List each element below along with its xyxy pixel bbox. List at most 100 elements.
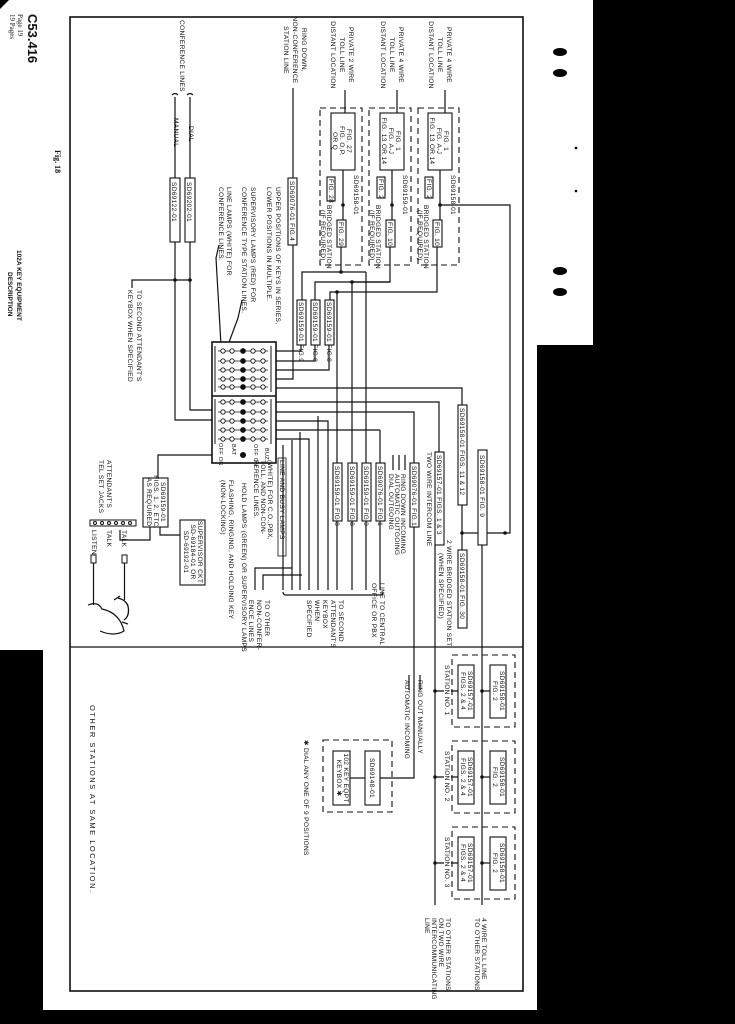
- to-other-nonconf: TO OTHER NON-CONFER- ENCE LINES: [247, 600, 270, 650]
- fig30-box: SD69158-01 FIG. 30: [458, 553, 465, 619]
- note-supervisory-2: CONFERENCE TYPE STATION LINES.: [240, 187, 247, 313]
- svg-text:DISTANT LOCATION: DISTANT LOCATION: [379, 21, 386, 88]
- lamp: [260, 418, 266, 424]
- line-busy-lamps-note: LINE AND BUSY LAMPS (WHITE) FOR C.O.,PBX…: [252, 457, 287, 557]
- lamp: [220, 399, 226, 405]
- talk-label-1: TALK: [120, 530, 127, 548]
- fig-box: [427, 112, 453, 171]
- key-row: [218, 409, 268, 415]
- note-to-second-left-2: KEYBOX WHEN SPECIFIED: [126, 290, 133, 382]
- hold-key: [240, 452, 246, 458]
- lamp: [250, 367, 256, 373]
- group-c-bridged: BRIDGED STATION: [325, 205, 332, 269]
- svg-text:ENCE LINES: ENCE LINES: [247, 600, 254, 643]
- lower-box-2: SD69159-01 FIG.9: [362, 466, 369, 526]
- svg-text:FIG. 27: FIG. 27: [345, 129, 352, 153]
- station-toll-box-fig: FIG. 2: [491, 853, 498, 873]
- auto-incoming-label: AUTOMATIC INCOMING: [403, 680, 410, 759]
- attendant-box: SD69159-01 FIGS. 1, 2, ETC. AS REQUIRED: [145, 475, 166, 529]
- lamp: [229, 436, 235, 442]
- svg-text:NON-CONFER-: NON-CONFER-: [255, 600, 262, 650]
- station-intercom-box-fig: FIGS. 2 & 4: [459, 758, 466, 796]
- svg-text:LINE: LINE: [423, 918, 430, 934]
- key-label-off-on-2: OFF ON: [217, 443, 223, 466]
- key-row: [218, 399, 268, 405]
- line-to-co-1: LINE TO CENTRAL: [378, 583, 385, 646]
- svg-text:PRIVATE 4 WIRE: PRIVATE 4 WIRE: [445, 27, 452, 83]
- key-row: [218, 436, 268, 442]
- lamp: [220, 358, 226, 364]
- key-lever: [240, 409, 246, 415]
- svg-text:TO SECOND: TO SECOND: [337, 600, 344, 642]
- lamp: [229, 348, 235, 354]
- conference-lines-label: CONFERENCE LINES: [178, 20, 185, 92]
- svg-text:SD-69184-01 OR: SD-69184-01 OR: [189, 524, 196, 579]
- svg-text:TOLL LINE: TOLL LINE: [338, 37, 345, 73]
- handset-icon: [113, 554, 130, 625]
- key-row: [218, 427, 268, 433]
- group-a-ifreq: (IF REQUIRED): [416, 210, 423, 261]
- station-toll-box-sd: SD69158-01: [498, 757, 505, 797]
- svg-text:LINE AND BUSY LAMPS: LINE AND BUSY LAMPS: [278, 460, 285, 540]
- lamp: [229, 409, 235, 415]
- lamp: [229, 367, 235, 373]
- svg-text:FERENCE LINES.: FERENCE LINES.: [252, 460, 259, 518]
- note-supervisory-1: SUPERVISORY LAMPS (RED) FOR: [249, 187, 256, 302]
- svg-text:(NON-LOCKING): (NON-LOCKING): [219, 480, 226, 535]
- station-intercom-box-fig: FIGS. 2 & 4: [459, 844, 466, 882]
- upper-box-2: SD69159-01 FIG.8: [311, 302, 318, 362]
- lamp: [260, 427, 266, 433]
- svg-text:PRIVATE 4 WIRE: PRIVATE 4 WIRE: [397, 27, 404, 83]
- station-toll-box-sd: SD69158-01: [498, 843, 505, 883]
- station-label: STATION NO. 3: [443, 837, 450, 888]
- lamp: [229, 418, 235, 424]
- lower-box-1: SD69076-01 FIG.1: [376, 466, 383, 526]
- lamp: [220, 384, 226, 390]
- input-toll-4wire-a: PRIVATE 4 WIRE TOLL LINE DISTANT LOCATIO…: [427, 21, 452, 88]
- group-toll-4wire-b: [368, 107, 412, 266]
- group-b-sd: SD69159-01: [401, 175, 408, 215]
- four-wire-other-2: TO OTHER STATIONS: [473, 918, 480, 991]
- figure-label: Fig. 18: [53, 150, 62, 173]
- lamp: [250, 358, 256, 364]
- svg-text:ON TWO WIRE: ON TWO WIRE: [437, 918, 444, 968]
- lamp: [220, 427, 226, 433]
- key-lever: [240, 427, 246, 433]
- svg-text:TO OTHER: TO OTHER: [263, 600, 270, 636]
- svg-text:FIG. 1: FIG. 1: [442, 131, 449, 151]
- svg-text:FIG. 1: FIG. 1: [394, 131, 401, 151]
- key-lever: [240, 399, 246, 405]
- jacks-label-2: TEL SET JACKS: [97, 460, 104, 514]
- station-label: STATION NO. 2: [443, 751, 450, 802]
- lamp: [250, 348, 256, 354]
- station-intercom-box-sd: SD69157-01: [466, 757, 473, 797]
- lamp: [250, 399, 256, 405]
- group-a-small-fig: FIG. 2: [425, 179, 432, 199]
- input-ringdown: RING DOWN, NON-CONFERENCE STATION LINE: [282, 16, 307, 84]
- lamp: [250, 376, 256, 382]
- legend-automatic-outgoing: AUTOMATIC OUTGOING: [393, 474, 400, 555]
- svg-text:RING DOWN,: RING DOWN,: [300, 28, 307, 72]
- svg-text:STATION LINE: STATION LINE: [282, 26, 289, 74]
- svg-text:FIG. A-J: FIG. A-J: [387, 128, 394, 155]
- group-a-sd: SD69158-01: [449, 175, 456, 215]
- key-row: [218, 358, 268, 364]
- ringdown-fig1-box: SD69076-01 FIG.1: [410, 466, 417, 526]
- leader-line: [215, 244, 222, 346]
- svg-text:INTERCOMMUNICATING: INTERCOMMUNICATING: [430, 918, 437, 1000]
- lamp: [250, 427, 256, 433]
- svg-text:TO OTHER STATIONS: TO OTHER STATIONS: [444, 918, 451, 991]
- svg-text:FIG. 13 OR 14: FIG. 13 OR 14: [428, 118, 435, 165]
- station-intercom-box-fig: FIGS. 2 & 4: [459, 672, 466, 710]
- station-toll-box-sd: SD69158-01: [498, 671, 505, 711]
- svg-text:DISTANT LOCATION: DISTANT LOCATION: [329, 21, 336, 88]
- svg-text:FIGS. 1, 2, ETC.: FIGS. 1, 2, ETC.: [152, 475, 159, 529]
- lamp: [260, 409, 266, 415]
- svg-text:KEYBOX: KEYBOX: [321, 600, 328, 629]
- group-toll-2wire: [319, 107, 363, 266]
- lamp: [220, 436, 226, 442]
- scan-border-bottom: [0, 1010, 540, 1024]
- lamp: [229, 384, 235, 390]
